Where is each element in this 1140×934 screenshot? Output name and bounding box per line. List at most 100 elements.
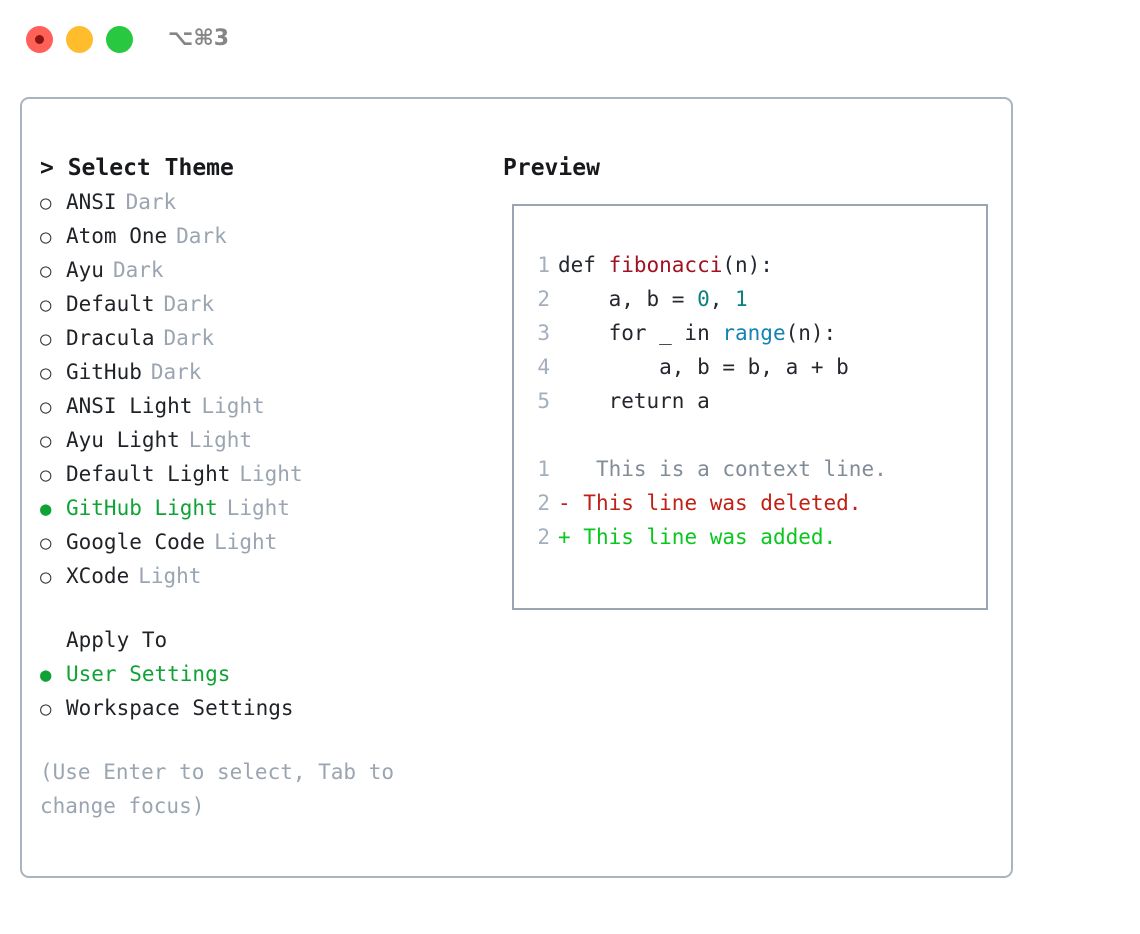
radio-unselected-icon[interactable]: ○ (40, 260, 52, 282)
theme-kind-badge: Dark (163, 326, 215, 350)
theme-kind-badge: Light (138, 564, 202, 588)
code-line: 1 def fibonacci(n): (514, 248, 986, 282)
preview-title: Preview (503, 155, 600, 181)
code-line: 4 a, b = b, a + b (514, 350, 986, 384)
diff-marker: + (558, 525, 571, 549)
code-token-number: 1 (735, 287, 748, 311)
theme-name: XCode (66, 564, 130, 588)
code-line: 2 a, b = 0, 1 (514, 282, 986, 316)
close-icon (35, 35, 44, 44)
theme-option-atom-one[interactable]: ○ Atom One Dark (40, 219, 480, 253)
theme-option-google-code[interactable]: ○ Google Code Light (40, 525, 480, 559)
spacer (40, 593, 480, 623)
theme-option-ayu-light[interactable]: ○ Ayu Light Light (40, 423, 480, 457)
theme-kind-badge: Dark (176, 224, 227, 248)
theme-name: Default Light (66, 462, 231, 486)
line-number: 1 (537, 457, 550, 481)
diff-line-context: 1 This is a context line. (514, 452, 986, 486)
diff-text: This is a context line. (570, 457, 887, 481)
diff-preview: 1 This is a context line.2- This line wa… (514, 452, 986, 554)
code-line: 5 return a (514, 384, 986, 418)
apply-to-label: Workspace Settings (66, 696, 294, 720)
apply-to-header: Apply To (40, 623, 480, 657)
line-number: 4 (537, 355, 550, 379)
code-token-body: a, b = b, a + b (558, 355, 849, 379)
theme-kind-badge: Dark (112, 258, 164, 282)
radio-unselected-icon[interactable]: ○ (40, 396, 52, 418)
theme-kind-badge: Dark (163, 292, 215, 316)
apply-to-list[interactable]: ● User Settings ○ Workspace Settings (40, 657, 480, 725)
apply-to-option-workspace-settings[interactable]: ○ Workspace Settings (40, 691, 480, 725)
radio-unselected-icon[interactable]: ○ (40, 294, 52, 316)
diff-text: This line was deleted. (570, 491, 862, 515)
theme-kind-badge: Light (239, 462, 303, 486)
theme-kind-badge: Light (201, 394, 265, 418)
line-number: 3 (537, 321, 550, 345)
diff-marker: - (558, 491, 571, 515)
radio-unselected-icon[interactable]: ○ (40, 566, 52, 588)
code-token-comma: , (709, 287, 736, 311)
zoom-button[interactable] (106, 26, 133, 53)
code-token-loop: for _ in (558, 321, 723, 345)
code-token-keyword: def (558, 253, 609, 277)
theme-kind-badge: Light (214, 530, 278, 554)
apply-to-label: Apply To (66, 628, 168, 652)
preview-pane: Preview 1 def fibonacci(n): 2 a, b = 0, … (503, 151, 993, 610)
diff-marker (558, 452, 571, 486)
radio-unselected-icon[interactable]: ○ (40, 192, 52, 214)
diff-text: This line was added. (570, 525, 837, 549)
minimize-button[interactable] (66, 26, 93, 53)
radio-unselected-icon[interactable]: ○ (40, 430, 52, 452)
line-number: 2 (537, 525, 550, 549)
theme-name: Default (66, 292, 155, 316)
theme-kind-badge: Dark (150, 360, 202, 384)
theme-name: Atom One (66, 224, 168, 248)
radio-selected-icon[interactable]: ● (40, 498, 52, 520)
code-token-number: 0 (697, 287, 710, 311)
diff-line-deleted: 2- This line was deleted. (514, 486, 986, 520)
theme-option-default-light[interactable]: ○ Default Light Light (40, 457, 480, 491)
code-blank-line (514, 418, 986, 452)
close-button[interactable] (26, 26, 53, 53)
theme-option-default[interactable]: ○ Default Dark (40, 287, 480, 321)
radio-unselected-icon[interactable]: ○ (40, 532, 52, 554)
line-number: 2 (537, 287, 550, 311)
theme-name: GitHub (66, 360, 142, 384)
theme-option-xcode[interactable]: ○ XCode Light (40, 559, 480, 593)
radio-unselected-icon[interactable]: ○ (40, 226, 52, 248)
code-line: 3 for _ in range(n): (514, 316, 986, 350)
code-token-params: (n): (722, 253, 773, 277)
theme-name: Google Code (66, 530, 206, 554)
radio-unselected-icon[interactable]: ○ (40, 328, 52, 350)
diff-line-added: 2 + This line was added. (514, 520, 986, 554)
radio-unselected-icon[interactable]: ○ (40, 698, 52, 720)
code-token-args: (n): (785, 321, 837, 345)
radio-selected-icon[interactable]: ● (40, 664, 52, 686)
preview-box: 1 def fibonacci(n): 2 a, b = 0, 1 3 for … (512, 204, 988, 610)
theme-name: GitHub Light (66, 496, 218, 520)
code-token-return: return a (558, 389, 710, 413)
theme-name: ANSI (66, 190, 117, 214)
keyboard-shortcut-label: ⌥⌘3 (168, 26, 230, 51)
theme-name: Ayu Light (66, 428, 180, 452)
line-number: 5 (537, 389, 550, 413)
radio-unselected-icon[interactable]: ○ (40, 362, 52, 384)
apply-to-label: User Settings (66, 662, 231, 686)
theme-option-github[interactable]: ○ GitHub Dark (40, 355, 480, 389)
code-preview: 1 def fibonacci(n): 2 a, b = 0, 1 3 for … (514, 248, 986, 554)
radio-unselected-icon[interactable]: ○ (40, 464, 52, 486)
theme-option-github-light[interactable]: ● GitHub Light Light (40, 491, 480, 525)
theme-kind-badge: Light (188, 428, 253, 452)
apply-to-option-user-settings[interactable]: ● User Settings (40, 657, 480, 691)
line-number: 1 (537, 253, 550, 277)
theme-kind-badge: Light (226, 496, 290, 520)
keyboard-hint-text: (Use Enter to select, Tab to change focu… (40, 760, 395, 818)
